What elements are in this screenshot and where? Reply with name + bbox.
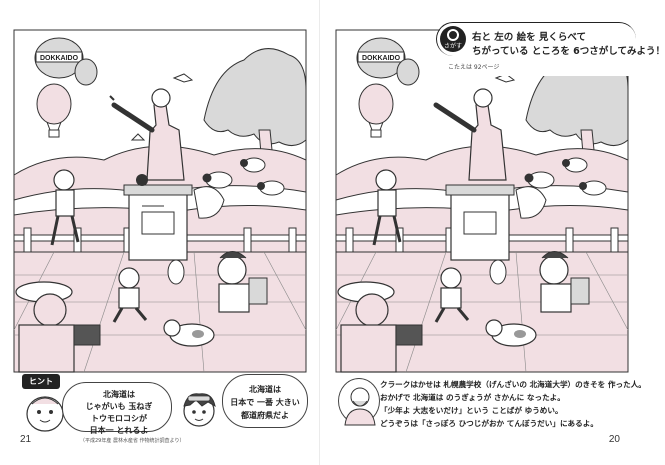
- hint2-line-2: 日本で 一番 大きい: [230, 398, 300, 407]
- statistics-footnote: （平成29年産 農林水産省 作物統計調査より）: [80, 438, 185, 444]
- clark-line-2: おかげで 北海道は のうぎょうが さかんに なったよ。: [380, 393, 565, 402]
- right-scene-svg: DOKKAIDO: [336, 30, 628, 372]
- hint1-line-4: 日本一 とれるよ: [89, 426, 149, 435]
- instructions-line-2: ちがっている ところを 6つさがしてみよう！: [472, 46, 665, 57]
- left-rose-detail: [130, 133, 146, 141]
- right-scene-illustration[interactable]: DOKKAIDO: [336, 30, 628, 372]
- hint1-line-1: 北海道は: [103, 390, 135, 399]
- search-badge-label: さがす: [443, 43, 462, 50]
- clark-portrait-svg: [344, 387, 376, 426]
- hint-tag: ヒント: [22, 374, 60, 389]
- hint1-line-2: じゃがいも 玉ねぎ: [85, 402, 153, 411]
- hint-bubble-crops: 北海道は じゃがいも 玉ねぎ トウモロコシが 日本一 とれるよ: [62, 382, 172, 435]
- clark-portrait: [338, 378, 380, 426]
- clark-description: クラークはかせは 札幌農学校（げんざいの 北海道大学）のきそを 作った人。 おか…: [380, 378, 646, 430]
- search-badge: さがす: [440, 26, 466, 52]
- hint-boy-character-icon: [183, 393, 216, 427]
- right-balloon-banner: DOKKAIDO: [362, 55, 401, 62]
- instructions-bracket: [436, 22, 636, 56]
- right-page-number: 20: [608, 434, 620, 445]
- hint1-line-3: トウモロコシが: [91, 414, 147, 423]
- left-scene-svg: DOKKAIDO: [14, 30, 306, 372]
- right-page: DOKKAIDO さがす 右と 左の 絵を 見くらべて ちがっている ところを …: [320, 0, 665, 465]
- hint2-line-1: 北海道は: [249, 385, 281, 394]
- hint-bubble-size: 北海道は 日本で 一番 大きい 都道府県だよ: [222, 374, 308, 428]
- left-page-number: 21: [20, 434, 32, 445]
- left-page: DOKKAIDO ヒント 北海道は じゃがいも 玉ねぎ トウモロコシが 日本一 …: [0, 0, 320, 465]
- answer-page-note: こたえは 92ページ: [448, 64, 500, 71]
- hint-bird-character-icon: [26, 396, 64, 432]
- left-scene-illustration[interactable]: DOKKAIDO: [14, 30, 306, 372]
- instructions-line-1: 右と 左の 絵を 見くらべて: [472, 32, 587, 43]
- clark-line-3: 「少年よ 大志をいだけ」という ことばが ゆうめい。: [380, 406, 563, 415]
- crow-on-pedestal: [136, 174, 148, 186]
- clark-line-4: どうぞうは「さっぽろ ひつじがおか てんぼうだい」にあるよ。: [380, 419, 598, 428]
- hint2-line-3: 都道府県だよ: [241, 411, 289, 420]
- clark-line-1: クラークはかせは 札幌農学校（げんざいの 北海道大学）のきそを 作った人。: [380, 380, 646, 389]
- magnifier-icon: [447, 29, 459, 41]
- left-balloon-banner: DOKKAIDO: [40, 55, 79, 62]
